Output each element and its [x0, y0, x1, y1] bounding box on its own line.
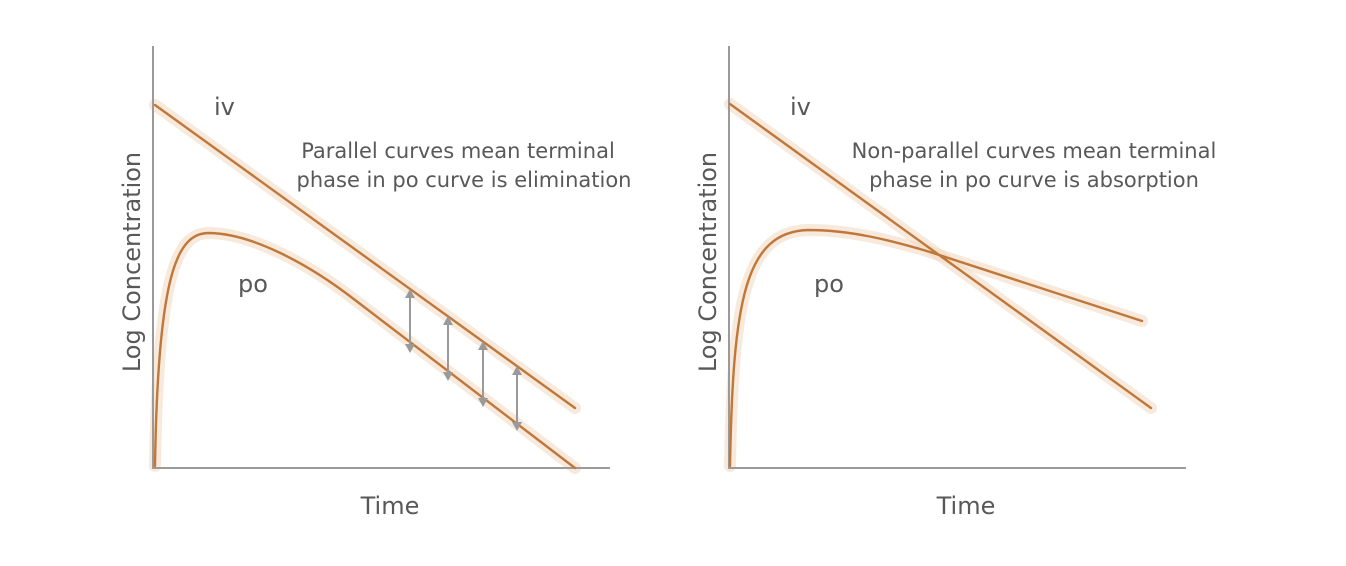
right-po-glow: [724, 223, 1148, 472]
left-po-label: po: [238, 270, 268, 298]
parallel-arrow: [478, 341, 488, 407]
left-annotation-line-1: Parallel curves mean terminal: [301, 139, 615, 163]
right-chart: iv po Non-parallel curves mean terminal …: [694, 46, 1216, 520]
left-iv-label: iv: [214, 93, 235, 121]
parallel-arrow: [405, 289, 415, 353]
left-chart: iv po Parallel curves mean terminal phas…: [118, 46, 631, 520]
right-annotation-line-2: phase in po curve is absorption: [869, 168, 1199, 192]
left-parallel-arrows: [405, 289, 522, 431]
right-y-axis-label: Log Concentration: [694, 152, 722, 372]
right-po-label: po: [814, 270, 844, 298]
left-iv-line: [153, 103, 577, 410]
right-iv-label: iv: [790, 93, 811, 121]
left-annotation-line-2: phase in po curve is elimination: [297, 168, 632, 192]
left-y-axis-label: Log Concentration: [118, 152, 146, 372]
parallel-arrow: [512, 366, 522, 431]
right-x-axis-label: Time: [936, 492, 996, 520]
right-annotation-line-1: Non-parallel curves mean terminal: [852, 139, 1217, 163]
left-po-curve: [153, 231, 577, 470]
right-po-curve: [728, 228, 1144, 468]
left-x-axis-label: Time: [360, 492, 420, 520]
parallel-arrow: [443, 316, 453, 381]
left-po-glow: [149, 226, 581, 474]
